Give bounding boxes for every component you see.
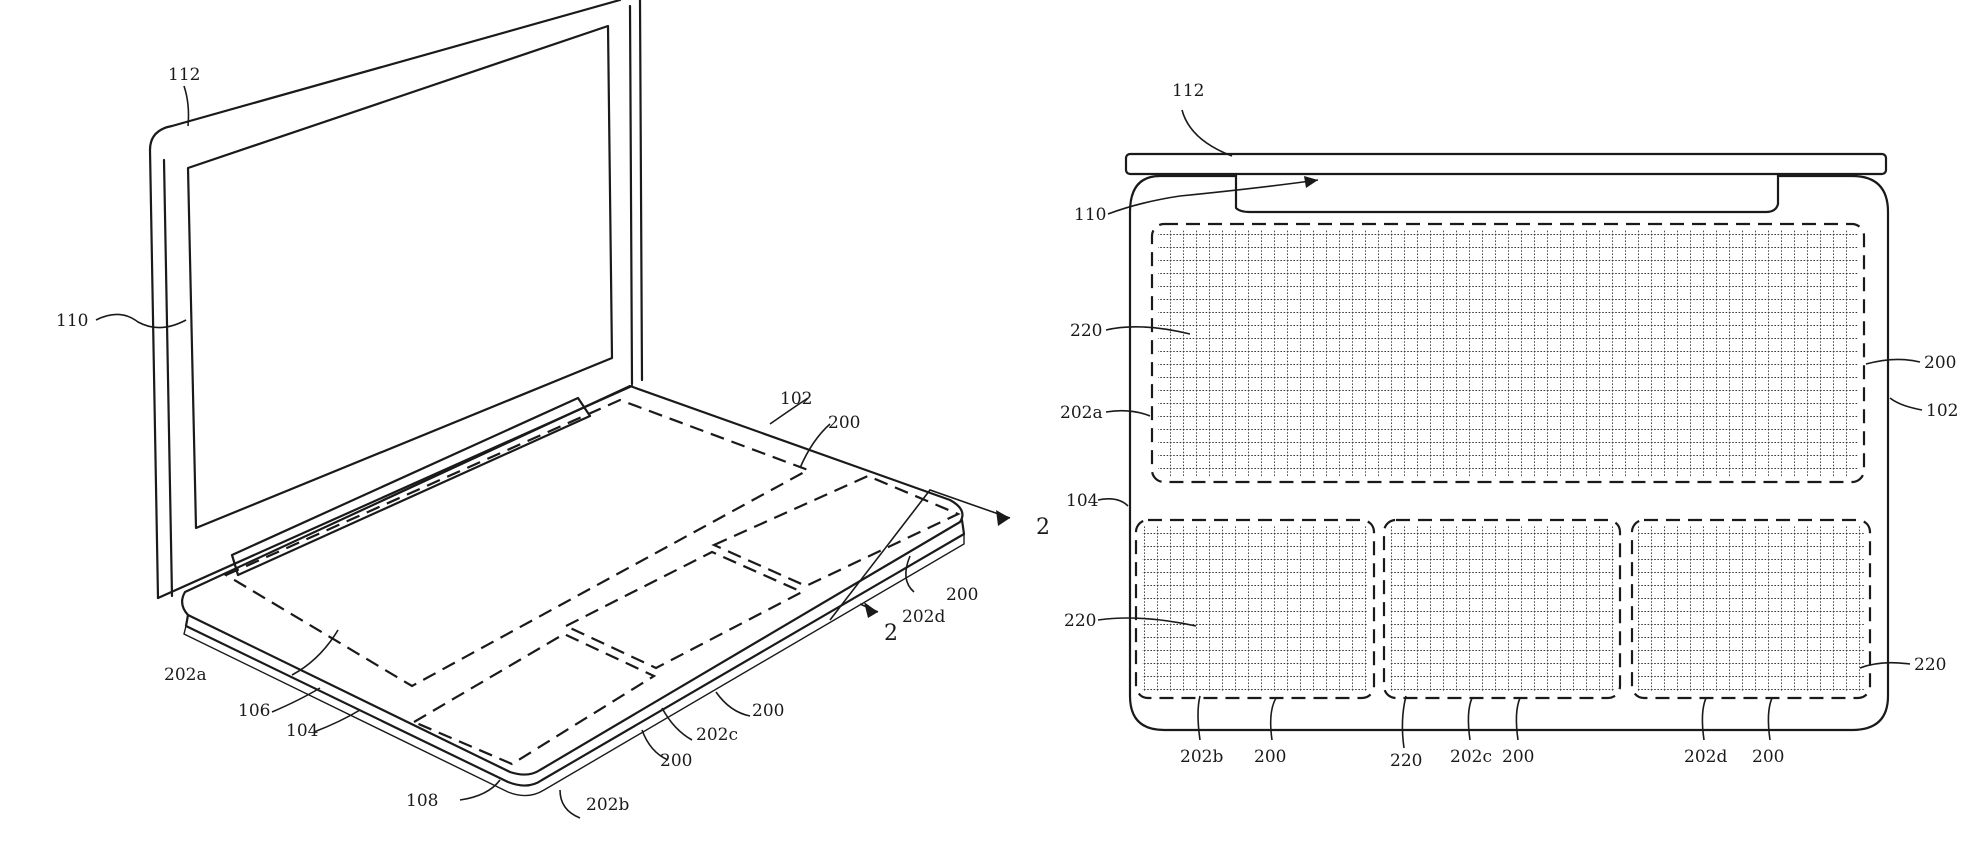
label-220-left-region: 220 bbox=[1064, 611, 1096, 631]
label-202a-left: 202a bbox=[164, 665, 207, 685]
label-2-right: 2 bbox=[1036, 515, 1050, 540]
keyboard-region-202a bbox=[1150, 222, 1866, 484]
region-202d bbox=[711, 474, 961, 588]
label-200-left-low: 200 bbox=[660, 751, 692, 771]
screen bbox=[186, 24, 614, 530]
grid-202d bbox=[1638, 526, 1864, 692]
region-202b-top bbox=[1134, 518, 1376, 700]
label-220-right-region: 220 bbox=[1914, 655, 1946, 675]
label-202c-right: 202c bbox=[1450, 747, 1492, 767]
display-edge bbox=[1124, 152, 1888, 176]
label-110-left: 110 bbox=[56, 311, 88, 331]
label-102-right: 102 bbox=[1926, 401, 1958, 421]
label-220-bottom: 220 bbox=[1390, 751, 1422, 771]
label-200-right-b: 200 bbox=[1254, 747, 1286, 767]
label-110-right: 110 bbox=[1074, 205, 1106, 225]
region-202c-top bbox=[1382, 518, 1622, 700]
label-202d-right: 202d bbox=[1684, 747, 1727, 767]
region-202b bbox=[411, 632, 657, 766]
label-102-left: 102 bbox=[780, 389, 812, 409]
label-108: 108 bbox=[406, 791, 438, 811]
label-2-bottom: 2 bbox=[884, 621, 898, 646]
base-outline bbox=[1128, 174, 1890, 732]
region-202a bbox=[223, 398, 811, 688]
region-202d-top bbox=[1630, 518, 1872, 700]
label-200-left-top: 200 bbox=[828, 413, 860, 433]
label-200-left-right: 200 bbox=[946, 585, 978, 605]
base bbox=[181, 384, 1011, 797]
region-202c bbox=[563, 550, 805, 670]
label-202b-left: 202b bbox=[586, 795, 629, 815]
label-220-keyboard: 220 bbox=[1070, 321, 1102, 341]
label-202b-right: 202b bbox=[1180, 747, 1223, 767]
grid-202b bbox=[1142, 526, 1368, 692]
label-200-left-mid: 200 bbox=[752, 701, 784, 721]
label-106: 106 bbox=[238, 701, 270, 721]
label-112-left: 112 bbox=[168, 65, 200, 85]
label-104-left: 104 bbox=[286, 721, 318, 741]
label-200-right-top: 200 bbox=[1924, 353, 1956, 373]
label-202a-right: 202a bbox=[1060, 403, 1103, 423]
label-200-right-c: 200 bbox=[1502, 747, 1534, 767]
label-104-right: 104 bbox=[1066, 491, 1098, 511]
display-lid bbox=[148, 0, 644, 600]
keyboard-grid bbox=[1158, 230, 1858, 476]
perspective-view: 112 110 102 200 2 2 200 202d 202a 106 10… bbox=[56, 0, 1050, 819]
label-202c-left: 202c bbox=[696, 725, 738, 745]
grid-202c bbox=[1390, 526, 1614, 692]
label-200-right-d: 200 bbox=[1752, 747, 1784, 767]
top-view: 112 110 220 202a 104 220 200 102 220 202… bbox=[1060, 81, 1958, 771]
label-202d-left: 202d bbox=[902, 607, 945, 627]
label-112-right: 112 bbox=[1172, 81, 1204, 101]
hinge-recess bbox=[1234, 172, 1780, 214]
